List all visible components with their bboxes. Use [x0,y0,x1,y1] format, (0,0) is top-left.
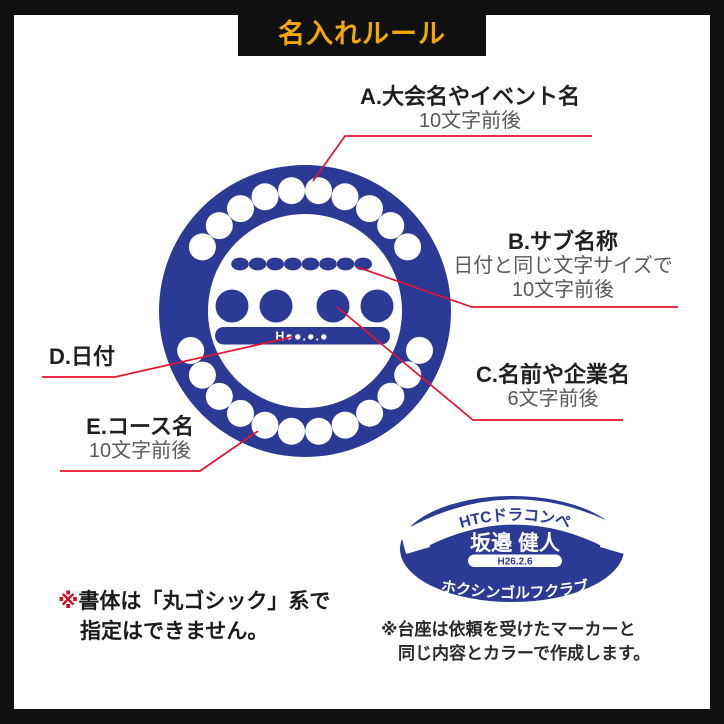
font-note-line1: ※書体は「丸ゴシック」系で [58,587,368,617]
leader-line-c [336,306,623,421]
annotation-b-sub2: 10文字前後 [511,279,615,301]
annotation-c-label: C.名前や企業名 [475,362,630,387]
annotation-c-sub: 6文字前後 [507,388,599,410]
badge-player-name: 坂邉 健人 [470,531,560,555]
base-note: ※台座は依頼を受けたマーカーと 同じ内容とカラーで作成します。 [381,618,711,666]
font-note-text1: 書体は「丸ゴシック」系で [78,590,331,613]
leader-line-e [60,430,259,472]
course-name-placeholder-dots [177,336,433,445]
annotation-b-sub1: 日付と同じ文字サイズで [453,255,673,277]
leader-line-d [42,336,293,378]
font-note-line2: 指定はできません。 [80,620,269,643]
page-title: 名入れルール [278,18,446,49]
annotation-b: B.サブ名称 日付と同じ文字サイズで 10文字前後 [438,230,688,302]
annotation-a: A.大会名やイベント名 10文字前後 [340,84,600,134]
marker-template-diagram: H●●.●.● [159,165,451,457]
date-placeholder-text: H●●.●.● [275,330,328,344]
annotation-e-label: E.コース名 [86,414,194,439]
annotation-b-label: B.サブ名称 [507,229,618,254]
annotation-c: C.名前や企業名 6文字前後 [428,362,678,412]
annotation-a-sub: 10文字前後 [418,110,522,132]
name-placeholder-dots [215,289,394,323]
event-name-placeholder-dots [188,177,422,261]
date-bar [215,327,390,345]
annotation-d-label: D.日付 [49,344,116,369]
leader-line-b [356,266,678,308]
base-note-line2: 同じ内容とカラーで作成します。 [398,644,651,663]
annotation-e-sub: 10文字前後 [88,440,192,462]
annotation-a-label: A.大会名やイベント名 [359,84,580,109]
leader-lines [42,135,678,472]
annotation-e: E.コース名 10文字前後 [65,414,215,464]
frame-border-bottom [0,709,724,724]
frame-border-right [710,0,724,724]
frame-border-left [0,0,14,724]
title-banner: 名入れルール [238,0,486,56]
annotation-d: D.日付 [49,344,179,369]
sub-name-placeholder-dots [231,257,373,271]
font-note-asterisk: ※ [58,590,79,613]
sample-badge: HTCドラコンペ 坂邉 健人 H26.2.6 ホクシンゴルフクラブ [400,496,630,602]
base-note-line1: ※台座は依頼を受けたマーカーと [381,620,636,639]
badge-date-pill [468,554,562,567]
ribbon-band [414,499,616,548]
font-note: ※書体は「丸ゴシック」系で 指定はできません。 [58,587,368,647]
badge-date-text: H26.2.6 [497,557,532,568]
leader-line-a [312,135,592,182]
